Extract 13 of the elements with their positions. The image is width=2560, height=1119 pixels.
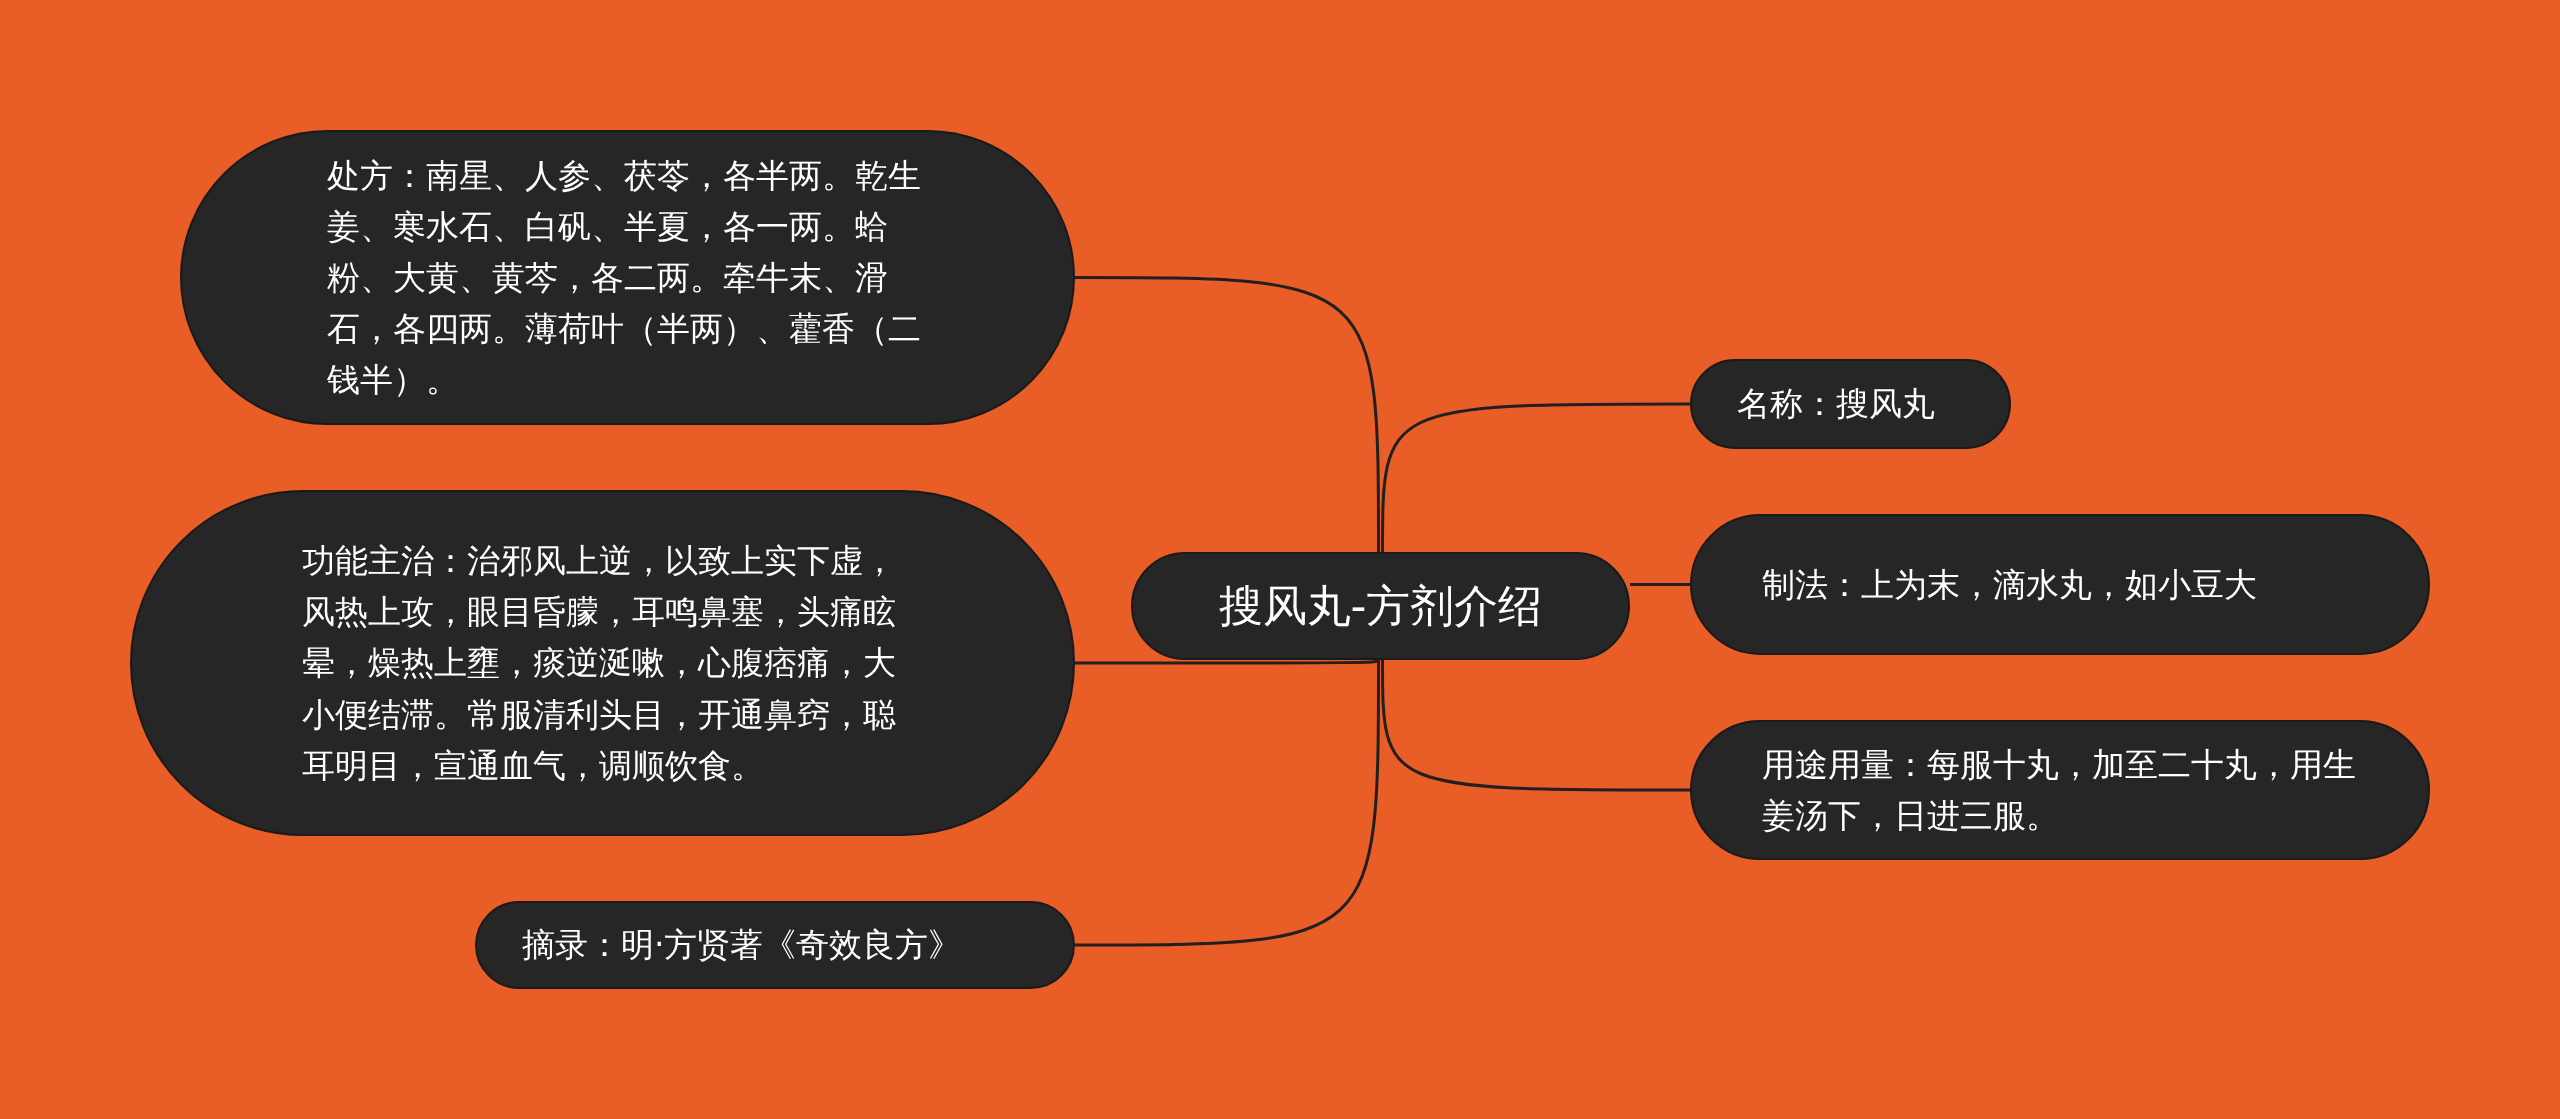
topic-text: 名称：搜风丸 bbox=[1737, 383, 1936, 426]
connector-line bbox=[1075, 658, 1380, 665]
topic-text: 搜风丸-方剂介绍 bbox=[1218, 578, 1543, 633]
topic-text: 摘录：明·方贤著《奇效良方》 bbox=[522, 924, 963, 967]
topic-text: 用途用量：每服十丸，加至二十丸，用生姜汤下，日进三服。 bbox=[1762, 743, 2357, 837]
topic-text: 制法：上为末，滴水丸，如小豆大 bbox=[1762, 563, 2258, 606]
connector-line bbox=[1630, 583, 1690, 586]
connector-line bbox=[1075, 276, 1380, 552]
connector-line bbox=[1381, 660, 1690, 792]
connector-line bbox=[1381, 402, 1690, 552]
topic-text: 处方：南星、人参、茯苓，各半两。乾生姜、寒水石、白矾、半夏，各一两。蛤粉、大黄、黄芩，各二两。牵牛末、滑石，各四两。薄荷叶（半两）、藿香（二钱半）。 bbox=[327, 154, 922, 402]
topic-text: 功能主治：治邪风上逆，以致上实下虚，风热上攻，眼目昏朦，耳鸣鼻塞，头痛眩晕，燥热上壅，痰逆涎嗽，心腹痞痛，大小便结滞。常服清利头目，开通鼻窍，聪耳明目，宣通血气，调顺饮食。 bbox=[302, 540, 897, 787]
connector-line bbox=[1075, 660, 1380, 947]
